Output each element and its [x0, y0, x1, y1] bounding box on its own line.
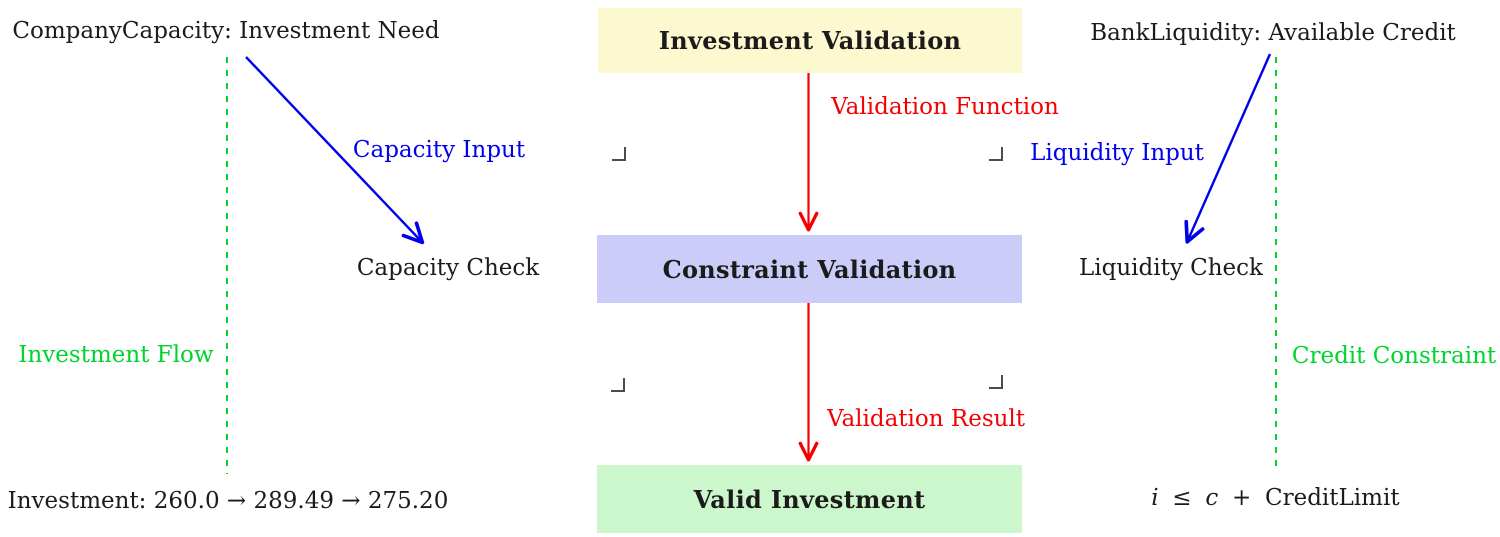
corner-mark-icon: [612, 147, 626, 161]
edge-label-liquidity-input: Liquidity Input: [1030, 139, 1204, 166]
edge-label-capacity-input: Capacity Input: [352, 136, 526, 163]
credit-formula: i ≤ c + CreditLimit: [1151, 485, 1403, 511]
formula-leq-sign: ≤: [1172, 484, 1192, 511]
formula-plus-sign: +: [1231, 484, 1252, 511]
investment-sequence-text: Investment: 260.0 → 289.49 → 275.20: [7, 487, 449, 514]
node-constraint-validation: Constraint Validation: [597, 235, 1022, 303]
node-investment-validation: Investment Validation: [598, 8, 1022, 73]
node-bank-liquidity: BankLiquidity: Available Credit: [1090, 19, 1456, 46]
node-company-capacity: CompanyCapacity: Investment Need: [12, 17, 440, 44]
node-liquidity-check: Liquidity Check: [1079, 254, 1263, 281]
formula-credit-limit: CreditLimit: [1265, 484, 1400, 511]
liquidity-input-arrow: [1184, 53, 1272, 244]
node-valid-investment: Valid Investment: [597, 465, 1022, 533]
node-constraint-validation-label: Constraint Validation: [662, 254, 957, 284]
node-capacity-check: Capacity Check: [356, 254, 540, 281]
capacity-input-arrow: [245, 56, 425, 245]
node-investment-validation-label: Investment Validation: [658, 26, 962, 55]
formula-var-c: c: [1205, 484, 1219, 511]
corner-mark-icon: [611, 378, 625, 392]
node-valid-investment-label: Valid Investment: [693, 484, 926, 514]
edge-label-investment-flow: Investment Flow: [18, 341, 214, 368]
corner-mark-icon: [989, 375, 1003, 389]
formula-var-i: i: [1151, 484, 1159, 511]
edge-label-validation-function: Validation Function: [831, 93, 1059, 120]
edge-label-credit-constraint: Credit Constraint: [1291, 342, 1497, 369]
corner-mark-icon: [989, 147, 1003, 161]
edge-label-validation-result: Validation Result: [826, 405, 1026, 432]
